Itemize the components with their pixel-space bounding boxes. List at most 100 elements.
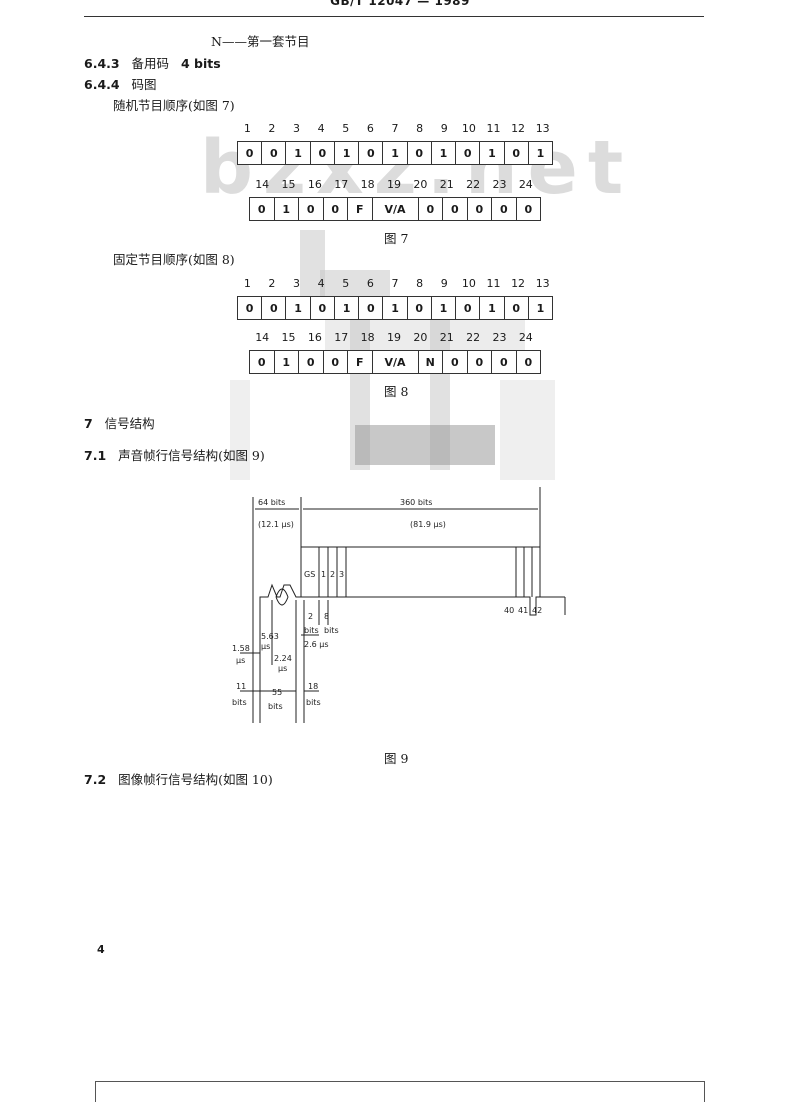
bit-position-number: 3 bbox=[293, 122, 301, 135]
bit-position-number: 4 bbox=[317, 277, 325, 290]
section-6-4-3: 6.4.3 备用码 4 bits bbox=[84, 53, 221, 72]
fig9-label: (12.1 μs) bbox=[258, 520, 294, 529]
watermark-block bbox=[500, 380, 555, 480]
bit-position-number: 21 bbox=[439, 331, 454, 344]
bit-cell: 0 bbox=[250, 198, 275, 220]
bit-position-number: 8 bbox=[416, 277, 424, 290]
bit-cell: 0 bbox=[262, 142, 287, 164]
bit-position-number: 6 bbox=[366, 277, 374, 290]
fig8-caption: 图 8 bbox=[384, 384, 409, 399]
bit-position-number: 5 bbox=[342, 122, 350, 135]
bit-position-number: 4 bbox=[317, 122, 325, 135]
fig9-label: μs bbox=[261, 642, 270, 651]
page-number: 4 bbox=[97, 943, 105, 956]
bit-position-number: 12 bbox=[511, 277, 526, 290]
bit-position-number: 2 bbox=[268, 122, 276, 135]
bit-position-number: 19 bbox=[387, 331, 401, 344]
section-text: 图像帧行信号结构(如图 10) bbox=[118, 772, 273, 787]
section-7: 7 信号结构 bbox=[84, 413, 155, 432]
watermark-block bbox=[230, 380, 250, 480]
bit-position-number: 19 bbox=[387, 178, 401, 191]
bit-cell: 1 bbox=[275, 351, 299, 373]
watermark-text: bzxz.net bbox=[200, 125, 634, 211]
bit-position-number: 2 bbox=[268, 277, 276, 290]
fig9-cell: GS bbox=[304, 570, 315, 579]
bit-cell: N bbox=[419, 351, 444, 373]
bit-position-number: 14 bbox=[255, 331, 270, 344]
bit-cell: 0 bbox=[524, 202, 533, 216]
fig9-waveform-diagram: 64 bits (12.1 μs) 360 bits (81.9 μs) GS … bbox=[232, 487, 566, 723]
fig9-label: 2.6 μs bbox=[304, 640, 329, 649]
bit-cell: 1 bbox=[275, 198, 299, 220]
fig9-caption: 图 9 bbox=[384, 751, 409, 766]
bit-cell: 1 bbox=[286, 297, 311, 319]
bit-cell: 0 bbox=[408, 297, 432, 319]
section-number: 6.4.4 bbox=[84, 77, 120, 92]
bit-position-number: 15 bbox=[281, 331, 296, 344]
fig9-label: 1.58 bbox=[232, 644, 250, 653]
fig9-label: 55 bbox=[272, 688, 282, 697]
footer-frame bbox=[95, 1081, 705, 1102]
bit-position-number: 7 bbox=[391, 122, 399, 135]
fig9-label: 18 bbox=[308, 682, 318, 691]
bit-cell: 1 bbox=[335, 142, 360, 164]
bit-cell: 0 bbox=[299, 198, 324, 220]
fig9-cell: 42 bbox=[532, 606, 542, 615]
bit-position-number: 10 bbox=[461, 122, 476, 135]
bit-position-number: 22 bbox=[466, 331, 481, 344]
bit-cell: 1 bbox=[536, 301, 545, 315]
fig9-label: bits bbox=[324, 626, 339, 635]
fig9-label: 360 bits bbox=[400, 498, 432, 507]
section-text: 声音帧行信号结构(如图 9) bbox=[118, 448, 265, 463]
fig9-cell: 3 bbox=[339, 570, 344, 579]
fig9-label: 8 bbox=[324, 612, 329, 621]
fig9-label: bits bbox=[232, 698, 247, 707]
bit-cell: 0 bbox=[311, 297, 335, 319]
bit-position-number: 1 bbox=[243, 122, 251, 135]
bit-position-number: 11 bbox=[486, 277, 501, 290]
bit-cell: 1 bbox=[480, 297, 505, 319]
bit-cell: F bbox=[348, 198, 373, 220]
fig9-label: (81.9 μs) bbox=[410, 520, 446, 529]
bit-cell: V/A bbox=[373, 198, 419, 220]
bit-cell: 0 bbox=[456, 297, 481, 319]
standard-number: GB/T 12047 — 1989 bbox=[330, 0, 470, 8]
bit-cell: 0 bbox=[238, 142, 263, 164]
bit-cell: 0 bbox=[324, 351, 348, 373]
bit-position-number: 6 bbox=[366, 122, 374, 135]
bit-position-number: 23 bbox=[492, 178, 507, 191]
fig9-label: bits bbox=[304, 626, 319, 635]
bit-position-number: 9 bbox=[440, 122, 448, 135]
page-header: GB/T 12047 — 1989 bbox=[0, 0, 800, 20]
bit-position-number: 23 bbox=[492, 331, 507, 344]
bit-position-number: 13 bbox=[535, 277, 550, 290]
bit-cell: V/A bbox=[373, 351, 419, 373]
bit-position-number: 10 bbox=[461, 277, 476, 290]
fig9-label: 64 bits bbox=[258, 498, 285, 507]
bit-cell: 0 bbox=[524, 355, 533, 369]
fig9-label: 2 bbox=[308, 612, 313, 621]
bit-cell: 0 bbox=[443, 198, 468, 220]
bit-cell: 0 bbox=[311, 142, 335, 164]
bit-position-number: 21 bbox=[439, 178, 454, 191]
bit-cell: 1 bbox=[432, 297, 457, 319]
bit-cell: 0 bbox=[408, 142, 432, 164]
bit-position-number: 24 bbox=[518, 331, 533, 344]
bit-position-number: 3 bbox=[293, 277, 301, 290]
bit-cell: 0 bbox=[238, 297, 263, 319]
fig9-label: 2.24 bbox=[274, 654, 292, 663]
bit-position-number: 1 bbox=[243, 277, 251, 290]
bit-cell: 1 bbox=[432, 142, 457, 164]
section-number: 7 bbox=[84, 416, 93, 431]
section-text: 备用码 bbox=[131, 56, 170, 71]
bit-cell: 1 bbox=[383, 297, 408, 319]
bit-cell: 0 bbox=[456, 142, 481, 164]
bit-position-number: 20 bbox=[413, 178, 428, 191]
bit-position-number: 9 bbox=[440, 277, 448, 290]
bit-cell: 1 bbox=[536, 146, 545, 160]
